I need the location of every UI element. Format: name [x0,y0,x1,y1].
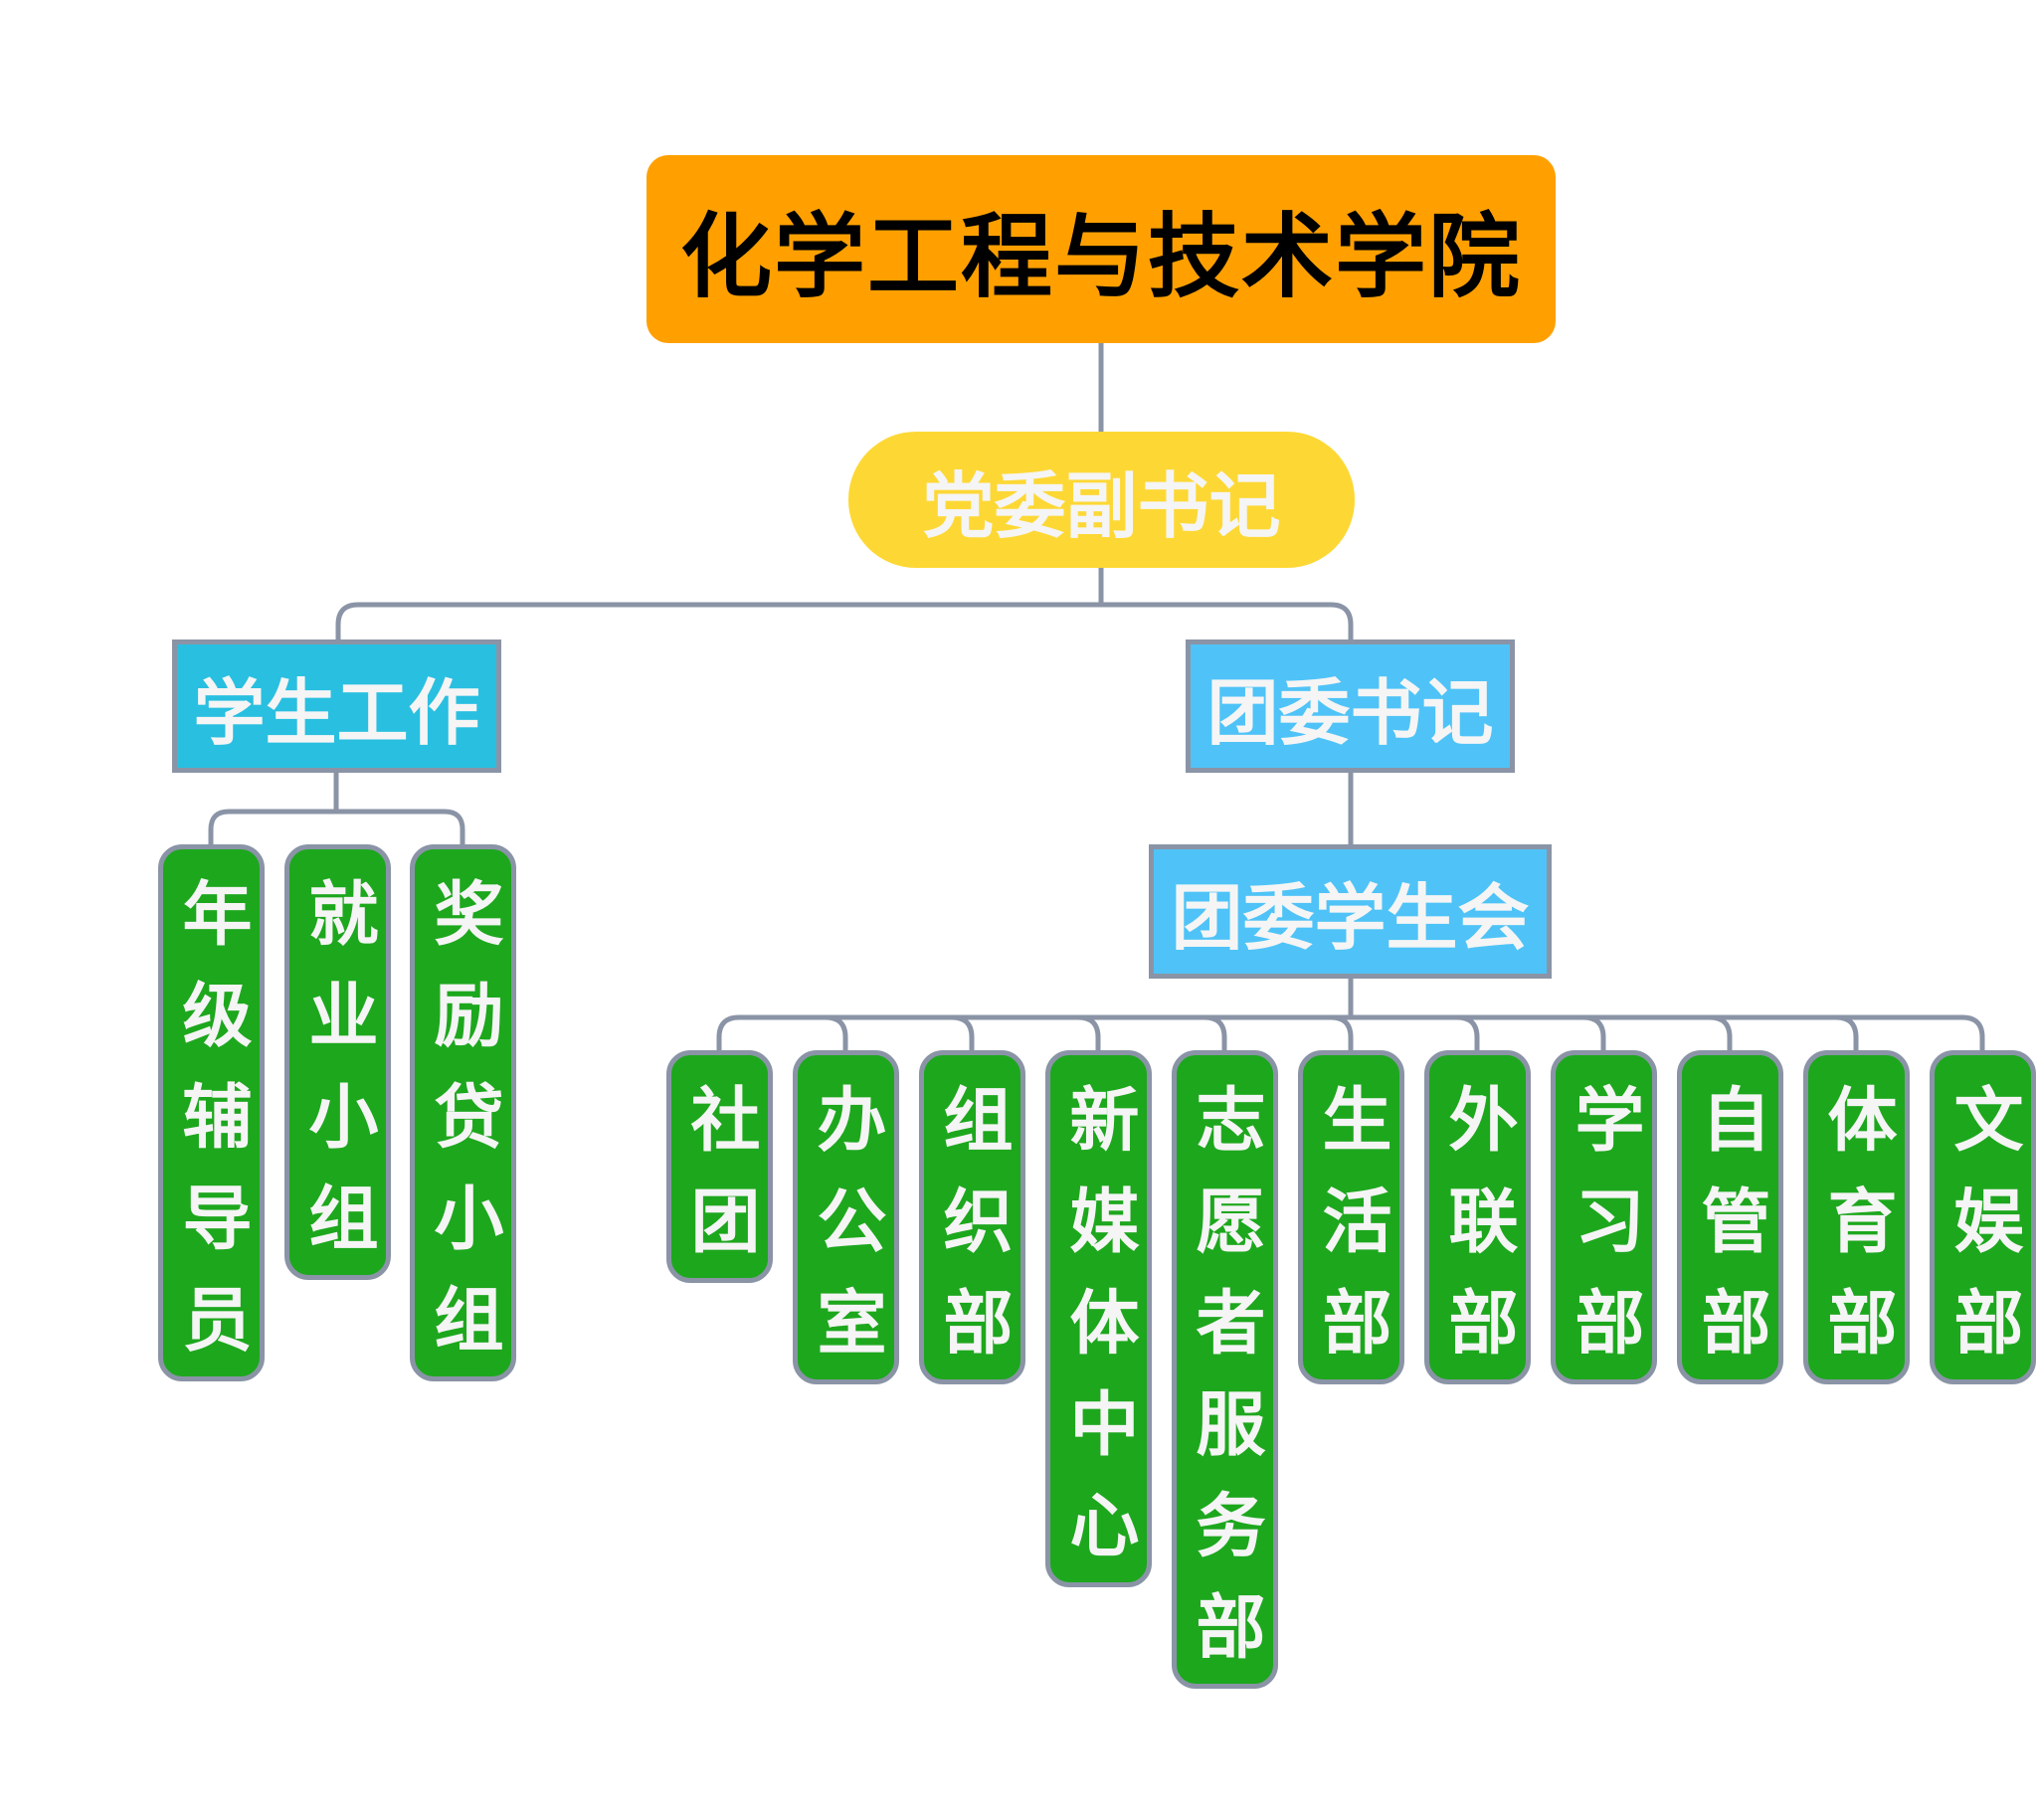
leaf-node[interactable]: 生活部 [1298,1050,1404,1387]
connector-union-bus [716,1014,1985,1050]
leaf-label: 奖励贷小组 [423,877,504,1384]
node-student-work[interactable]: 学生工作 [172,639,501,773]
leaf-node[interactable]: 奖励贷小组 [410,844,516,1384]
leaf-node[interactable]: 新媒体中心 [1045,1050,1152,1590]
leaf-node[interactable]: 体育部 [1803,1050,1910,1387]
connector-union-branch [1582,1014,1606,1050]
connector-union-branch [1077,1014,1101,1050]
leaf-label: 文娱部 [1943,1083,2024,1387]
leaf-node[interactable]: 办公室 [793,1050,899,1387]
connector-student-work-bus [208,809,465,844]
leaf-node[interactable]: 学习部 [1551,1050,1657,1387]
leaf-node[interactable]: 组织部 [919,1050,1025,1387]
leaf-node[interactable]: 年级辅导员 [158,844,265,1384]
leaf-label: 生活部 [1311,1083,1392,1387]
connector-union-branch [1456,1014,1480,1050]
connector-union-branch [1330,1014,1354,1050]
leaf-node[interactable]: 外联部 [1424,1050,1531,1387]
connector-union-branch [951,1014,975,1050]
leaf-node[interactable]: 社团 [666,1050,773,1286]
connector-union-branch [1709,1014,1733,1050]
leaf-node[interactable]: 自管部 [1677,1050,1783,1387]
leaf-label: 学习部 [1564,1083,1645,1387]
leaf-label: 外联部 [1437,1083,1519,1387]
leaf-label: 年级辅导员 [171,877,253,1384]
leaf-label: 就业小组 [297,877,379,1283]
leaf-label: 自管部 [1690,1083,1771,1387]
leaf-label: 体育部 [1816,1083,1898,1387]
leaf-label: 社团 [679,1083,761,1286]
leaf-label: 新媒体中心 [1058,1083,1140,1590]
connector-union-branch [1204,1014,1227,1050]
leaf-label: 志愿者服务部 [1185,1083,1266,1692]
root-node-college[interactable]: 化学工程与技术学院 [647,155,1556,343]
node-youth-league-secretary[interactable]: 团委书记 [1186,639,1515,773]
leaf-node[interactable]: 文娱部 [1930,1050,2036,1387]
leaf-node[interactable]: 志愿者服务部 [1172,1050,1278,1692]
connector-union-branch [1835,1014,1859,1050]
leaf-label: 办公室 [806,1083,887,1387]
leaf-label: 组织部 [932,1083,1014,1387]
node-student-union[interactable]: 团委学生会 [1149,844,1552,979]
connector-union-branch [825,1014,848,1050]
node-party-deputy-secretary[interactable]: 党委副书记 [848,432,1355,568]
leaf-node[interactable]: 就业小组 [284,844,391,1283]
connector-level2-bus [335,602,1354,639]
